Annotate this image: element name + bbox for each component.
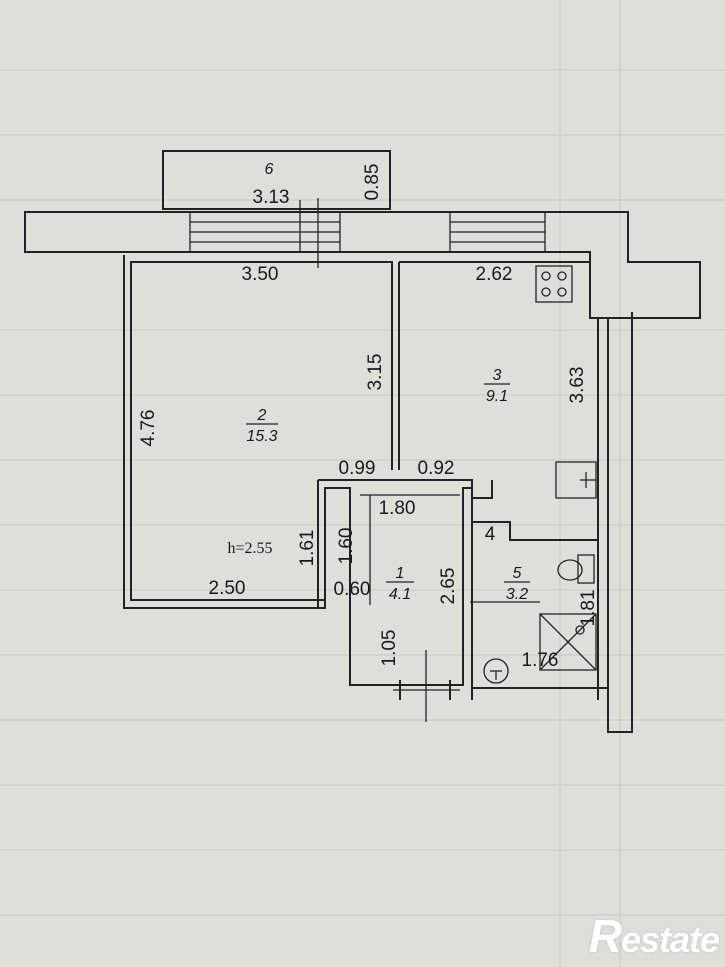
right-exterior-wall — [607, 312, 633, 733]
dim-hall-wall-left: 0.99 — [339, 458, 376, 479]
ceiling-height: h=2.55 — [227, 540, 272, 557]
room-1-number: 1 — [396, 565, 405, 582]
window-right — [449, 212, 546, 252]
dim-hall-top: 1.80 — [379, 498, 416, 519]
dim-hall-wall-right: 0.92 — [418, 458, 455, 479]
dim-hall-niche: 0.60 — [334, 579, 371, 600]
dim-room2-bottom: 2.50 — [209, 578, 246, 599]
bathroom-walls — [471, 540, 609, 700]
room-4-number: 4 — [485, 524, 496, 545]
dim-balcony-width: 3.13 — [253, 187, 290, 208]
balcony-outline — [162, 150, 391, 210]
room-3-area: 9.1 — [486, 388, 508, 405]
dim-bath-side: 1.81 — [578, 590, 599, 627]
riser-icon — [483, 658, 509, 684]
stove-icon — [535, 265, 573, 303]
dim-room2-right: 3.15 — [365, 354, 386, 391]
room-5-area: 3.2 — [506, 586, 528, 603]
top-exterior-wall — [24, 211, 701, 319]
dim-room2-step: 1.61 — [297, 530, 318, 567]
dim-hall-left: 1.60 — [336, 528, 357, 565]
dim-kitchen-right: 3.63 — [567, 367, 588, 404]
living-room-walls — [123, 255, 393, 609]
room-1-area: 4.1 — [389, 586, 411, 603]
toilet-icon — [557, 554, 595, 584]
dim-room2-top: 3.50 — [242, 264, 279, 285]
dim-hall-right: 2.65 — [438, 568, 459, 605]
dim-balcony-depth: 0.85 — [362, 164, 383, 201]
dim-kitchen-top: 2.62 — [476, 264, 513, 285]
room-2-area: 15.3 — [246, 428, 277, 445]
room-3-number: 3 — [493, 367, 502, 384]
dim-bath-bottom: 1.76 — [522, 650, 559, 671]
dim-room2-left: 4.76 — [138, 410, 159, 447]
room-6-number: 6 — [265, 161, 274, 178]
room-2-number: 2 — [257, 407, 267, 424]
shower-tray-icon — [539, 613, 597, 671]
sink-icon — [555, 461, 597, 499]
room-5-number: 5 — [513, 565, 522, 582]
entry-door — [393, 650, 460, 722]
dim-hall-entry: 1.05 — [379, 630, 400, 667]
window-left — [189, 198, 341, 268]
kitchen-walls — [399, 261, 599, 700]
restate-logo: Restate — [588, 910, 720, 962]
